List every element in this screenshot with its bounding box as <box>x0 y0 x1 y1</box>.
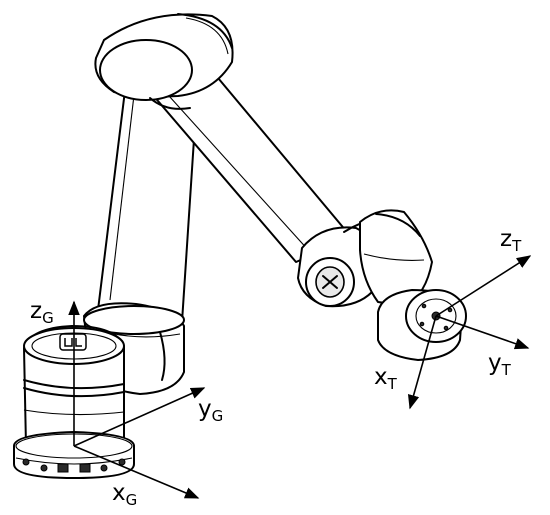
base-z-label: zG <box>30 298 54 327</box>
tool-z-axis-arrow <box>435 255 532 317</box>
robot-arm-illustration <box>13 13 467 479</box>
wrist-logo-mark <box>322 275 338 289</box>
base-mounting-flange <box>13 431 135 479</box>
tool-y-axis-arrow <box>435 315 530 350</box>
tool-y-label: yT <box>488 350 512 379</box>
base-x-label: xG <box>112 480 137 509</box>
wrist-3-tool-flange <box>377 289 467 361</box>
base-y-label: yG <box>198 396 223 425</box>
base-y-axis-arrow <box>73 387 206 447</box>
base-x-axis-arrow <box>73 445 200 499</box>
base-coordinate-frame: zG yG xG <box>30 298 223 509</box>
tool-z-label: zT <box>500 226 522 255</box>
base-logo-plate <box>59 333 87 351</box>
wrist-2-joint <box>359 209 433 307</box>
tool-x-label: xT <box>374 364 398 393</box>
elbow-joint <box>94 13 234 110</box>
tool-x-axis-arrow <box>407 315 437 410</box>
tool-coordinate-frame: zT yT xT <box>374 226 532 410</box>
